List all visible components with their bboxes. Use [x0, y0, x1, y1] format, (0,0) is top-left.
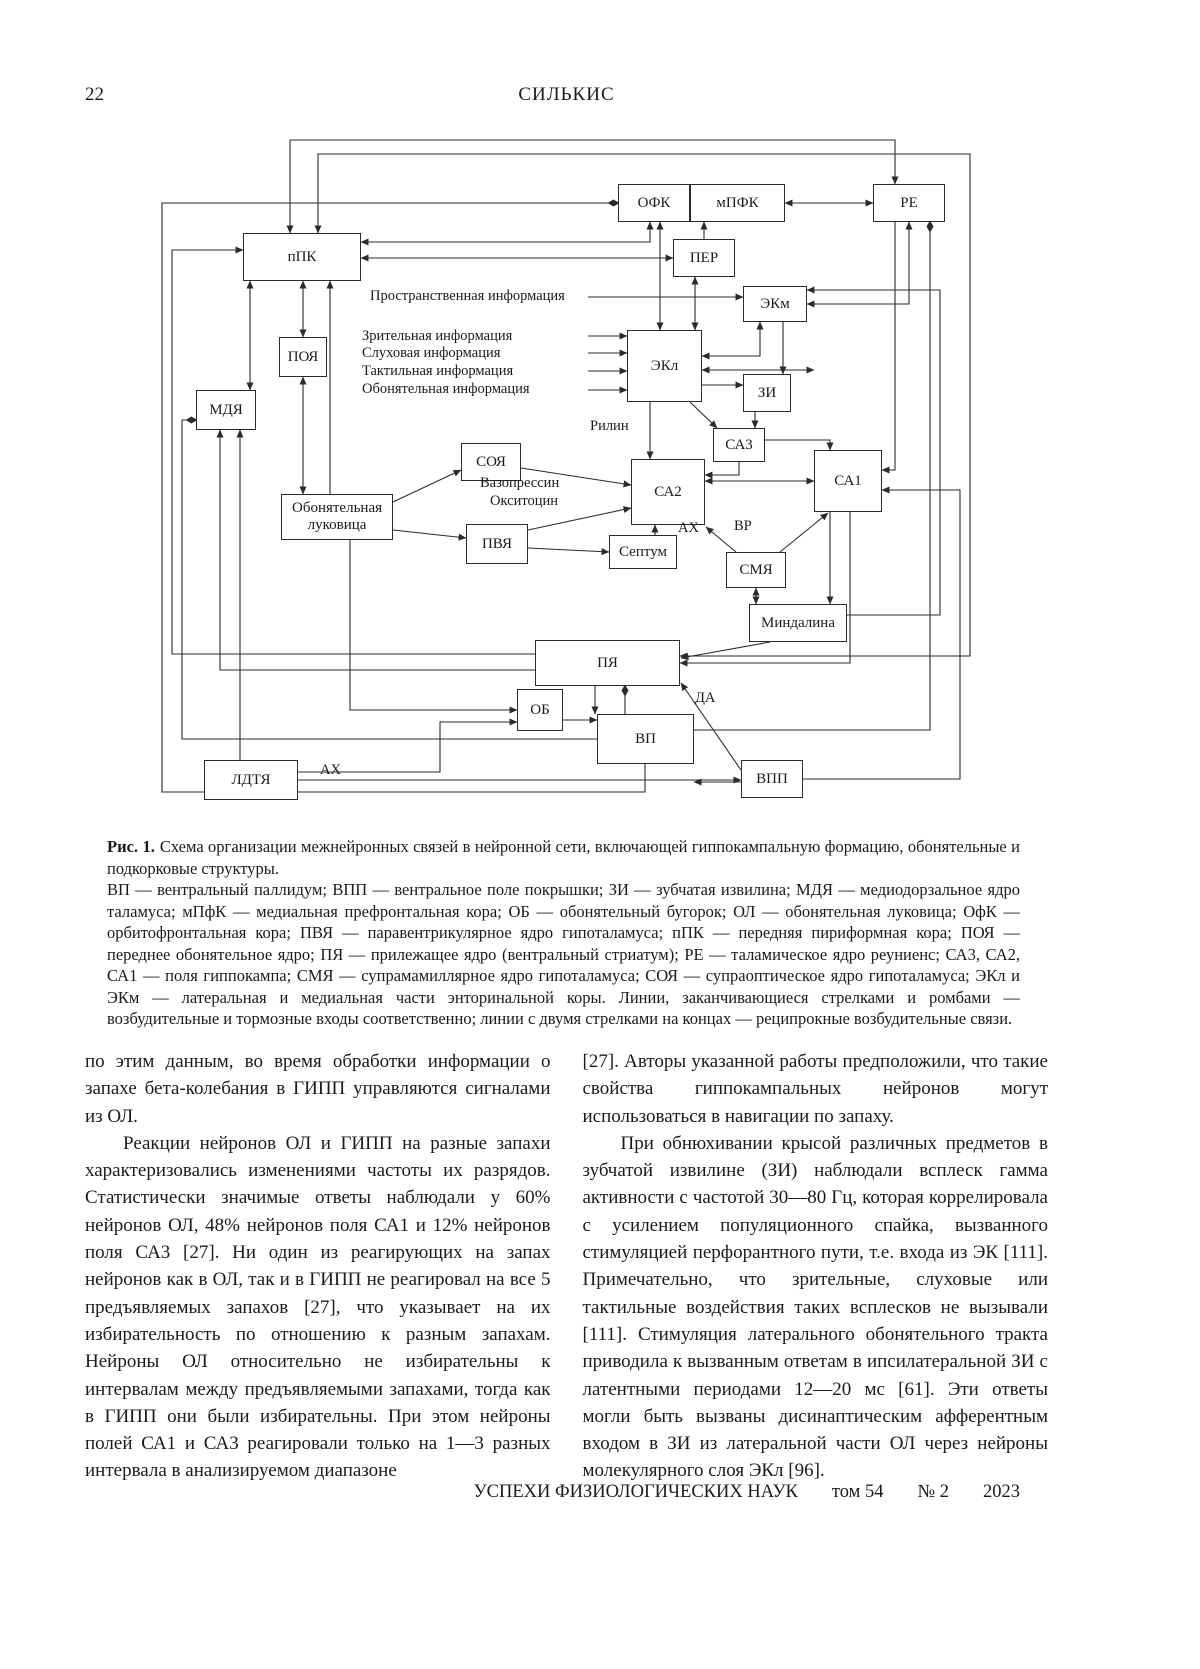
node-poya: ПОЯ	[279, 337, 327, 377]
node-ca2: СА2	[631, 459, 705, 525]
node-re: РЕ	[873, 184, 945, 222]
node-ca1: СА1	[814, 450, 882, 512]
node-vp: ВП	[597, 714, 694, 764]
node-mpfk: мПФК	[690, 184, 785, 222]
running-title: СИЛЬКИС	[518, 84, 615, 105]
node-nacc: ПЯ	[535, 640, 680, 686]
node-ekm: ЭКм	[743, 286, 807, 322]
journal-issue: № 2	[917, 1482, 949, 1502]
node-ofk: ОФК	[618, 184, 690, 222]
label-ach-ldt: АХ	[320, 762, 341, 778]
page-header: 22 СИЛЬКИС	[85, 84, 1048, 108]
node-ca3: СА3	[713, 428, 765, 462]
node-per: ПЕР	[673, 239, 735, 277]
journal-volume: том 54	[831, 1482, 884, 1502]
node-smya: СМЯ	[726, 552, 786, 588]
caption-line: Рис. 1.Схема организации межнейронных св…	[107, 836, 1020, 879]
label-vr: ВР	[734, 518, 752, 534]
node-zi: ЗИ	[743, 374, 791, 412]
node-mdya: МДЯ	[196, 390, 256, 430]
node-amygdala: Миндалина	[749, 604, 847, 642]
page-number: 22	[85, 84, 104, 105]
node-ekl: ЭКл	[627, 330, 702, 402]
node-pvya: ПВЯ	[466, 524, 528, 564]
label-visual-info: Зрительная информация	[362, 328, 513, 344]
label-vasopressin: Вазопрессин	[480, 475, 560, 491]
node-septum: Септум	[609, 535, 677, 569]
journal-name: УСПЕХИ ФИЗИОЛОГИЧЕСКИХ НАУК	[473, 1482, 798, 1502]
node-soya: СОЯ	[461, 443, 521, 481]
node-ldtya: ЛДТЯ	[204, 760, 298, 800]
label-oxytocin: Окситоцин	[490, 493, 559, 509]
figure-legend: ВП — вентральный паллидум; ВПП — вентрал…	[107, 880, 1020, 1028]
label-auditory-info: Слуховая информация	[362, 345, 501, 361]
edge-group	[161, 139, 971, 793]
figure-label: Рис. 1.	[107, 837, 155, 856]
journal-year: 2023	[983, 1482, 1020, 1502]
label-tactile-info: Тактильная информация	[362, 363, 514, 379]
caption-text: Схема организации межнейронных связей в …	[107, 837, 1020, 878]
left-column: по этим данным, во время обработки инфор…	[85, 1048, 551, 1485]
diagram-connections	[161, 139, 971, 793]
paragraph: При обнюхивании крысой различных предмет…	[582, 1132, 1049, 1482]
node-vpp: ВПП	[741, 760, 803, 798]
figure-1-diagram: ОФК мПФК РЕ пПК ПЕР ЭКм ПОЯ ЭКл ЗИ МДЯ С…	[150, 130, 990, 810]
paragraph: [27]. Авторы указанной работы предположи…	[582, 1051, 1049, 1127]
figure-caption: Рис. 1.Схема организации межнейронных св…	[107, 836, 1020, 1030]
node-ppk: пПК	[243, 233, 361, 281]
node-olf-bulb: Обонятельная луковица	[281, 494, 393, 540]
label-da: ДА	[695, 690, 716, 706]
journal-footer: УСПЕХИ ФИЗИОЛОГИЧЕСКИХ НАУК том 54 № 2 2…	[85, 1482, 1048, 1503]
label-ach-septum: АХ	[678, 520, 699, 536]
paragraph: Реакции нейронов ОЛ и ГИПП на разные зап…	[85, 1132, 551, 1482]
node-ob: ОБ	[517, 689, 563, 731]
right-column: [27]. Авторы указанной работы предположи…	[583, 1048, 1049, 1485]
label-spatial-info: Пространственная информация	[370, 288, 565, 304]
label-olfactory-info: Обонятельная информация	[362, 381, 530, 397]
paragraph: по этим данным, во время обработки инфор…	[85, 1051, 551, 1127]
body-text: по этим данным, во время обработки инфор…	[85, 1048, 1048, 1485]
label-reelin: Рилин	[590, 418, 629, 434]
